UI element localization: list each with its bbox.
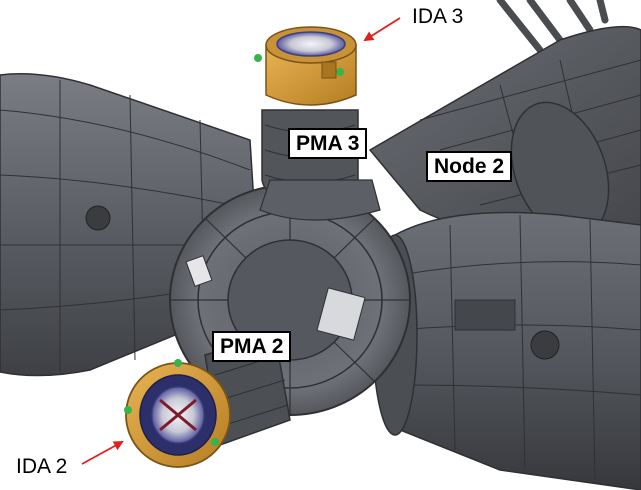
ida3-label: IDA 3: [412, 5, 464, 28]
ida3-arrow: [363, 17, 401, 42]
ida2-arrow: [81, 441, 124, 465]
pma3-adapter: [259, 109, 381, 221]
upper-right-module: [368, 25, 641, 241]
truss-struts: [496, 0, 609, 54]
ida2-docking-adapter: [124, 359, 231, 468]
ida3-docking-adapter: [254, 26, 357, 106]
pma3-label: PMA 3: [288, 128, 368, 159]
pma2-label: PMA 2: [212, 331, 292, 362]
node2-label: Node 2: [426, 151, 513, 182]
right-module: [372, 211, 641, 490]
ida2-label: IDA 2: [16, 455, 68, 478]
